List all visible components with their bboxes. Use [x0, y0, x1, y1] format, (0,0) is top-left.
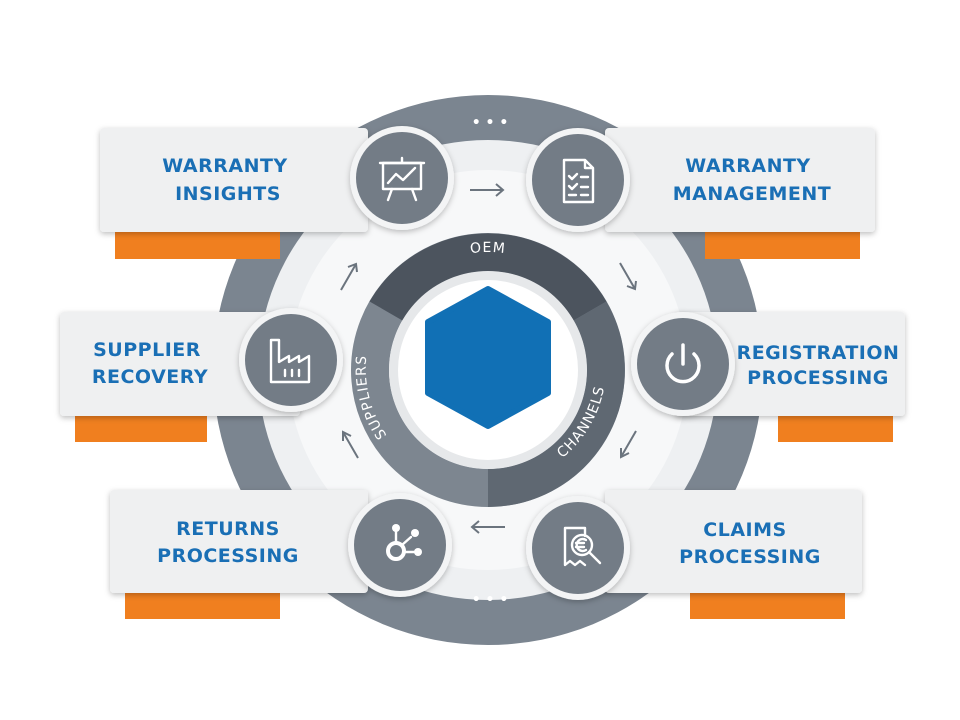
- card-title-line: PROCESSING: [747, 367, 889, 389]
- card-title-line: PROCESSING: [679, 546, 821, 568]
- card-title-line: SUPPLIER: [93, 339, 201, 361]
- card-returns-processing[interactable]: RETURNS PROCESSING: [110, 490, 368, 619]
- arrow-down-left-icon: [620, 430, 637, 459]
- card-title-line: WARRANTY: [162, 155, 287, 177]
- flow-arrows: [340, 183, 637, 534]
- checklist-document-icon: [526, 128, 630, 232]
- card-claims-processing[interactable]: CLAIMS PROCESSING: [605, 490, 862, 619]
- card-warranty-insights[interactable]: WARRANTY INSIGHTS: [100, 128, 368, 259]
- card-warranty-management[interactable]: WARRANTY MANAGEMENT: [605, 128, 875, 259]
- card-title-line: WARRANTY: [685, 155, 810, 177]
- arrow-up-right-icon: [340, 262, 358, 291]
- power-icon: [631, 312, 735, 416]
- card-title-line: PROCESSING: [157, 545, 299, 567]
- card-title-line: INSIGHTS: [175, 183, 281, 205]
- card-registration-processing[interactable]: REGISTRATION PROCESSING: [675, 312, 905, 442]
- presentation-chart-icon: [350, 126, 454, 230]
- arrow-up-left-icon: [342, 430, 359, 459]
- arrow-right-icon: [470, 183, 505, 197]
- card-title-line: CLAIMS: [703, 519, 786, 541]
- euro-receipt-search-icon: [526, 496, 630, 600]
- card-title-line: RECOVERY: [92, 366, 208, 388]
- numbered-steps-icon: [348, 493, 452, 597]
- card-supplier-recovery[interactable]: SUPPLIER RECOVERY: [60, 312, 300, 442]
- more-dots-top: • • •: [472, 115, 509, 131]
- arrow-left-icon: [470, 520, 505, 534]
- card-title-line: REGISTRATION: [737, 342, 900, 364]
- center-hexagon: [425, 286, 551, 429]
- arrow-down-right-icon: [619, 262, 637, 291]
- ring-label-oem: OEM: [469, 240, 506, 257]
- card-title-line: RETURNS: [176, 518, 280, 540]
- factory-icon: [239, 308, 343, 412]
- more-dots-bottom: • • •: [472, 592, 509, 608]
- card-title-line: MANAGEMENT: [673, 183, 832, 205]
